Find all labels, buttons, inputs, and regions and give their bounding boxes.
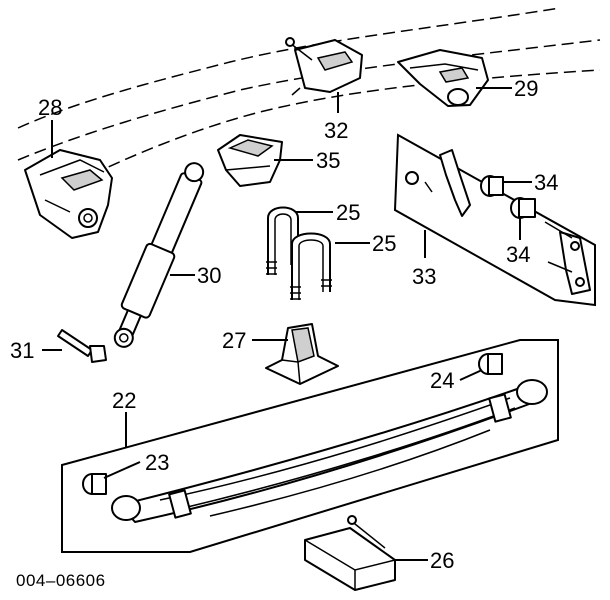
callout-33: 33 (412, 264, 436, 289)
bolt-31 (57, 329, 107, 363)
plate-26 (304, 515, 396, 591)
callout-32: 32 (324, 118, 348, 143)
callout-22: 22 (112, 388, 136, 413)
frame-rail-outline (17, 7, 601, 191)
u-bolt-25-lower (290, 232, 332, 300)
callout-27: 27 (222, 328, 246, 353)
callout-34-upper: 34 (534, 170, 558, 195)
rear-shackle-bracket-29 (397, 49, 489, 107)
shackle-kit-33-box (393, 133, 596, 307)
callout-30: 30 (197, 263, 221, 288)
front-hanger-bracket-28 (24, 149, 113, 239)
leaf-spring-assembly-22-box (61, 339, 559, 553)
callout-25-lower: 25 (372, 231, 396, 256)
callout-25-upper: 25 (336, 200, 360, 225)
leader-lines (42, 87, 532, 561)
leaf-spring (82, 353, 548, 523)
callout-31: 31 (10, 338, 34, 363)
frame-bracket-32 (285, 37, 363, 96)
shock-absorber-30 (113, 162, 205, 348)
callout-28: 28 (38, 95, 62, 120)
callout-29: 29 (514, 76, 538, 101)
callout-35: 35 (316, 148, 340, 173)
drawing-code: 004–06606 (16, 571, 106, 590)
u-bolt-25-upper (266, 206, 299, 275)
callout-24: 24 (430, 368, 454, 393)
callout-23: 23 (145, 450, 169, 475)
callout-26: 26 (430, 548, 454, 573)
callout-34-lower: 34 (506, 242, 530, 267)
spring-seat-27 (265, 323, 339, 385)
bump-stop-35 (217, 134, 283, 187)
callout-labels: 28 32 29 35 25 25 30 31 27 33 34 34 24 2… (10, 76, 558, 573)
